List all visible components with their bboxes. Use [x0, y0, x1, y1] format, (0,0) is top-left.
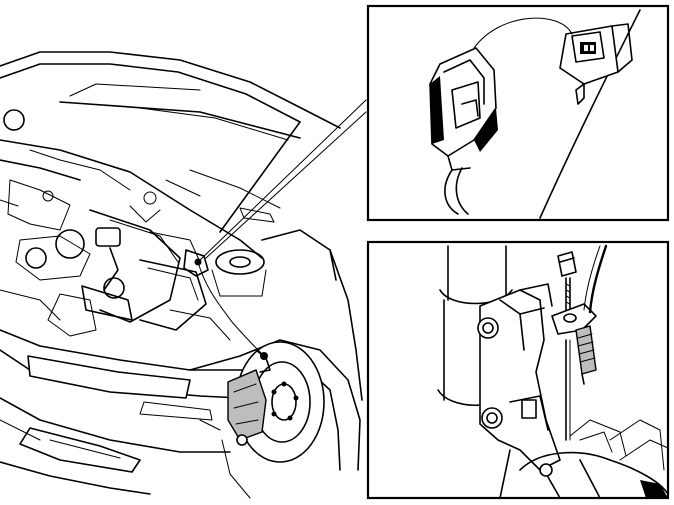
engine-bay [0, 109, 337, 341]
connector-cable [473, 17, 573, 49]
front-wheel-brake-disc [227, 341, 325, 463]
sensor-bolt [557, 251, 577, 311]
plug-cable [444, 169, 459, 215]
callout-leader-connector [199, 99, 367, 261]
plug [429, 47, 498, 171]
car-overview-panel [0, 51, 367, 499]
wheel-speed-sensor [551, 303, 597, 441]
connector-detail-panel [366, 4, 670, 222]
connector-detail-frame [366, 4, 670, 222]
open-hood [0, 51, 341, 233]
socket [559, 23, 633, 105]
knuckle-bracket [477, 283, 669, 499]
callout-leader-connector-2 [205, 111, 367, 259]
car-body [0, 249, 363, 499]
sensor-cable [197, 261, 265, 357]
sensor-cable-detail [588, 244, 608, 314]
sensor-mount-detail-panel [366, 240, 670, 500]
